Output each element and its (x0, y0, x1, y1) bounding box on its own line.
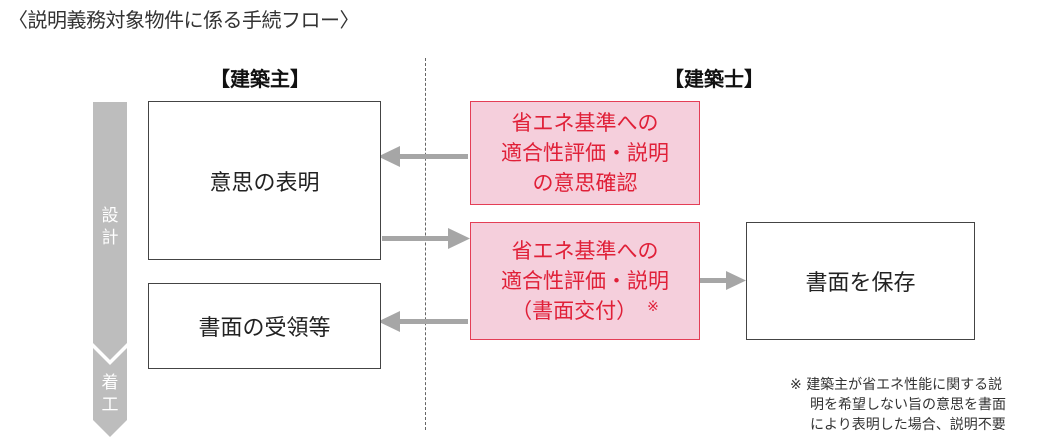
diagram-title: 〈説明義務対象物件に係る手続フロー〉 (8, 8, 360, 32)
box-explain-line: 省エネ基準への (511, 239, 659, 263)
box-intent: 意思の表明 (148, 101, 381, 260)
note-mark: ※ (647, 299, 659, 315)
box-explain-line: 適合性評価・説明 (501, 269, 669, 293)
box-intent-label: 意思の表明 (209, 170, 320, 196)
box-explain: 省エネ基準への 適合性評価・説明 （書面交付） ※ (470, 222, 700, 340)
phase-char: 設 (101, 206, 119, 226)
footnote-text: 建築主が省エネ性能に関する説 (806, 377, 1003, 393)
header-architect: 【建築士】 (664, 67, 764, 91)
box-save: 書面を保存 (746, 222, 975, 340)
phase-arrow-construction (93, 348, 127, 437)
phase-label-design: 設 計 (97, 205, 123, 249)
footnote-mark: ※ (790, 377, 802, 393)
box-receipt: 書面の受領等 (148, 283, 381, 369)
phase-char: 計 (101, 228, 119, 248)
phase-char: 工 (101, 395, 119, 415)
footnote-line: ※ 建築主が省エネ性能に関する説 (790, 375, 1006, 395)
box-save-label: 書面を保存 (805, 271, 916, 296)
arrow-intent-to-explain (382, 228, 470, 249)
footnote-line: 明を希望しない旨の意思を書面 (810, 397, 1006, 413)
phase-char: 着 (101, 373, 119, 393)
box-confirm-line: 適合性評価・説明 (501, 141, 669, 165)
box-explain-line: （書面交付） ※ (511, 296, 659, 326)
arrow-confirm-to-intent (378, 146, 468, 167)
box-explain-text: （書面交付） (511, 299, 638, 323)
box-confirm: 省エネ基準への 適合性評価・説明 の意思確認 (470, 101, 700, 205)
column-divider (425, 58, 426, 430)
phase-arrow-design (93, 102, 127, 360)
arrow-explain-to-receipt (378, 311, 468, 332)
footnote: ※ 建築主が省エネ性能に関する説 明を希望しない旨の意思を書面 により表明した場… (790, 375, 1006, 435)
box-confirm-line: の意思確認 (532, 171, 638, 195)
phase-label-construction: 着 工 (97, 372, 123, 416)
box-confirm-line: 省エネ基準への (511, 111, 659, 135)
footnote-line: により表明した場合、説明不要 (810, 417, 1006, 433)
box-receipt-label: 書面の受領等 (198, 316, 331, 341)
arrow-explain-to-save (700, 271, 746, 290)
header-owner: 【建築主】 (210, 67, 310, 91)
